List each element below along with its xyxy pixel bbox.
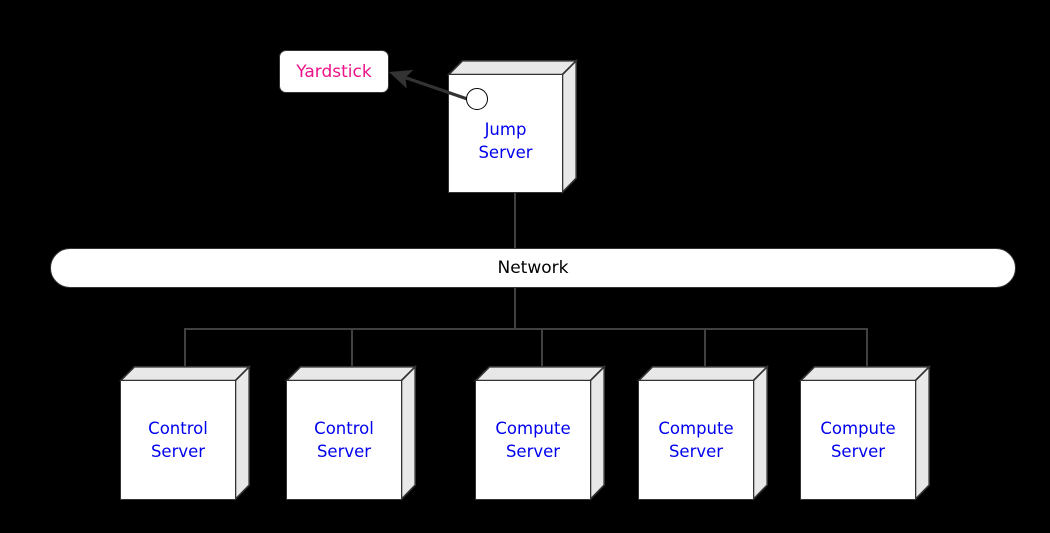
server-2-front-face <box>286 380 402 500</box>
yardstick-arrow-icon <box>388 69 477 104</box>
circle-port-icon[interactable] <box>466 88 488 110</box>
connector-drop-server-1 <box>184 328 186 380</box>
server-3-front-face <box>475 380 591 500</box>
connector-drop-server-4 <box>704 328 706 380</box>
yardstick-box[interactable]: Yardstick <box>279 50 389 93</box>
server-2-3d-shading <box>284 364 418 501</box>
connector-server-bus <box>184 328 868 330</box>
network-label: Network <box>497 258 569 278</box>
jump-server-3d-shading <box>446 58 579 195</box>
server-1-front-face <box>120 380 236 500</box>
connector-drop-server-2 <box>351 328 353 380</box>
connector-jump-to-network <box>514 193 516 249</box>
connector-network-to-bus <box>514 287 516 329</box>
connector-drop-server-5 <box>866 328 868 380</box>
network-bar[interactable]: Network <box>50 248 1016 288</box>
server-4-front-face <box>638 380 754 500</box>
yardstick-label: Yardstick <box>296 61 372 82</box>
server-5-front-face <box>800 380 916 500</box>
connector-drop-server-3 <box>541 328 543 380</box>
